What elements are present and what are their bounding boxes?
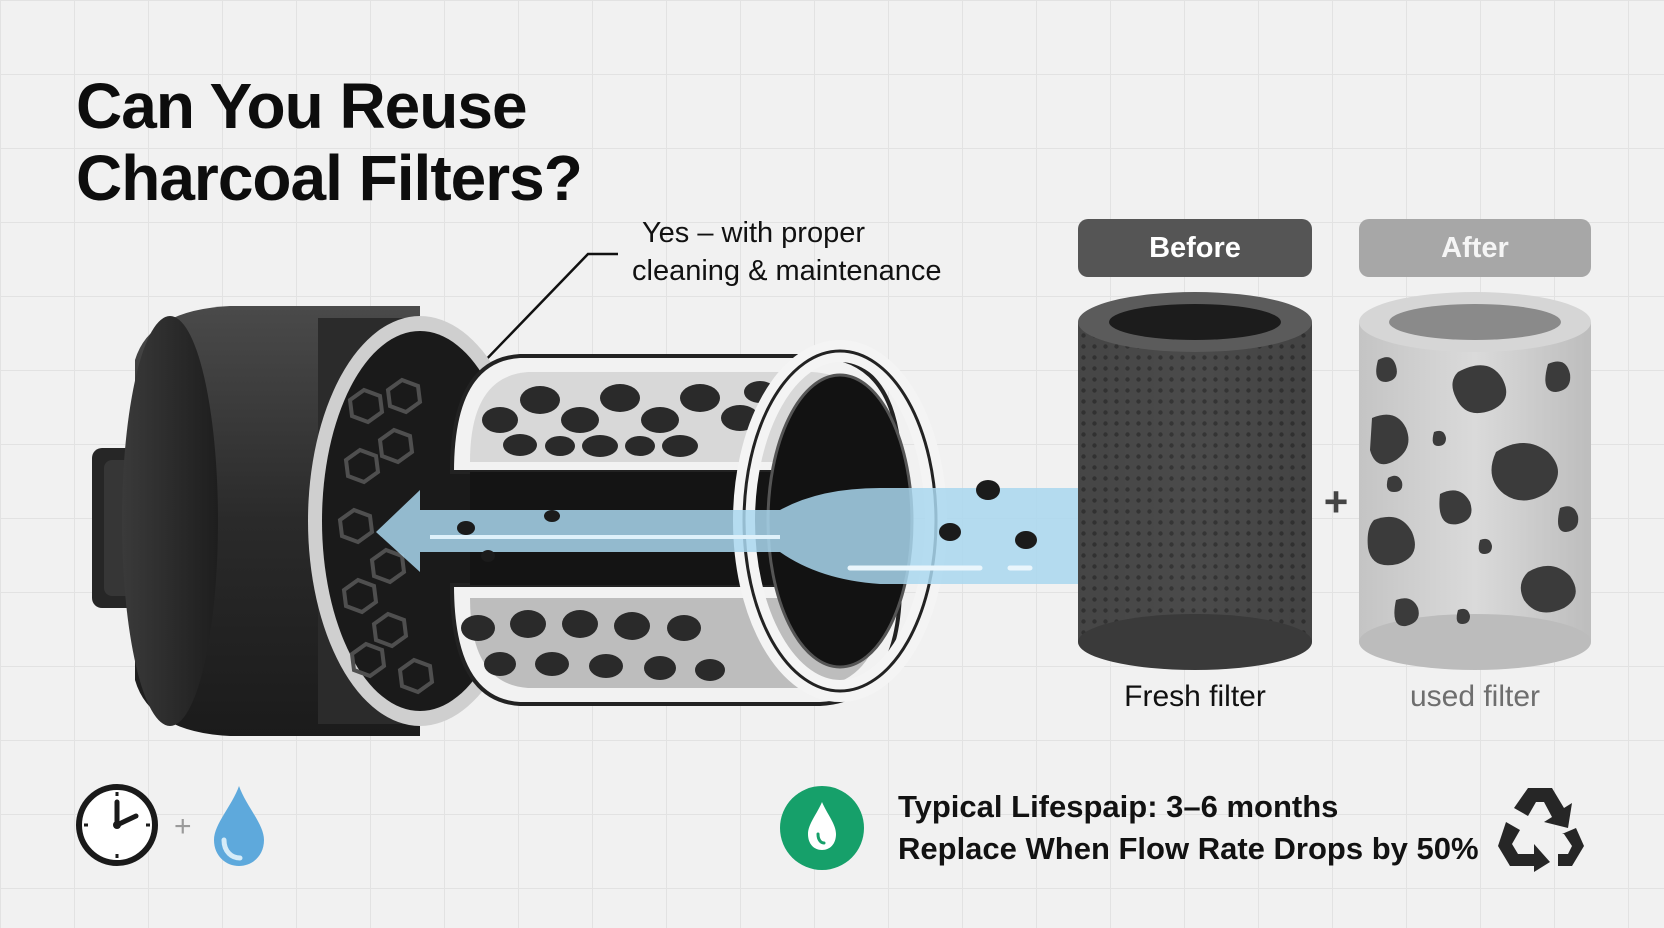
clock-icon bbox=[76, 784, 158, 866]
fresh-filter-cylinder bbox=[1078, 292, 1312, 670]
used-filter-cylinder bbox=[1359, 292, 1591, 670]
callout-line-2: cleaning & maintenance bbox=[632, 255, 942, 287]
replace-text: Replace When Flow Rate Drops by 50% bbox=[898, 831, 1479, 866]
fresh-filter-caption: Fresh filter bbox=[1124, 680, 1266, 713]
dirt-particles bbox=[457, 480, 1037, 562]
plus-sign: + bbox=[1323, 478, 1349, 525]
before-label: Before bbox=[1078, 219, 1312, 277]
water-drop-icon bbox=[214, 786, 264, 866]
title-line-1: Can You Reuse bbox=[76, 70, 528, 142]
after-label: After bbox=[1359, 219, 1591, 277]
recycle-icon bbox=[1498, 788, 1584, 872]
lifespan-text: Typical Lifespaip: 3–6 months bbox=[898, 789, 1339, 824]
lifespan-info: Typical Lifespaip: 3–6 months Replace Wh… bbox=[898, 786, 1479, 870]
stains bbox=[1367, 357, 1579, 627]
plus-sign-small: + bbox=[174, 810, 192, 843]
callout-line-1: Yes – with proper bbox=[642, 217, 866, 249]
title-line-2: Charcoal Filters? bbox=[76, 142, 583, 214]
water-drop-badge-icon bbox=[780, 786, 864, 870]
used-filter-caption: used filter bbox=[1409, 680, 1541, 713]
callout-text: Yes – with proper cleaning & maintenance bbox=[632, 214, 1012, 290]
page-title: Can You Reuse Charcoal Filters? bbox=[76, 70, 716, 214]
callout-leader-line bbox=[477, 252, 618, 369]
